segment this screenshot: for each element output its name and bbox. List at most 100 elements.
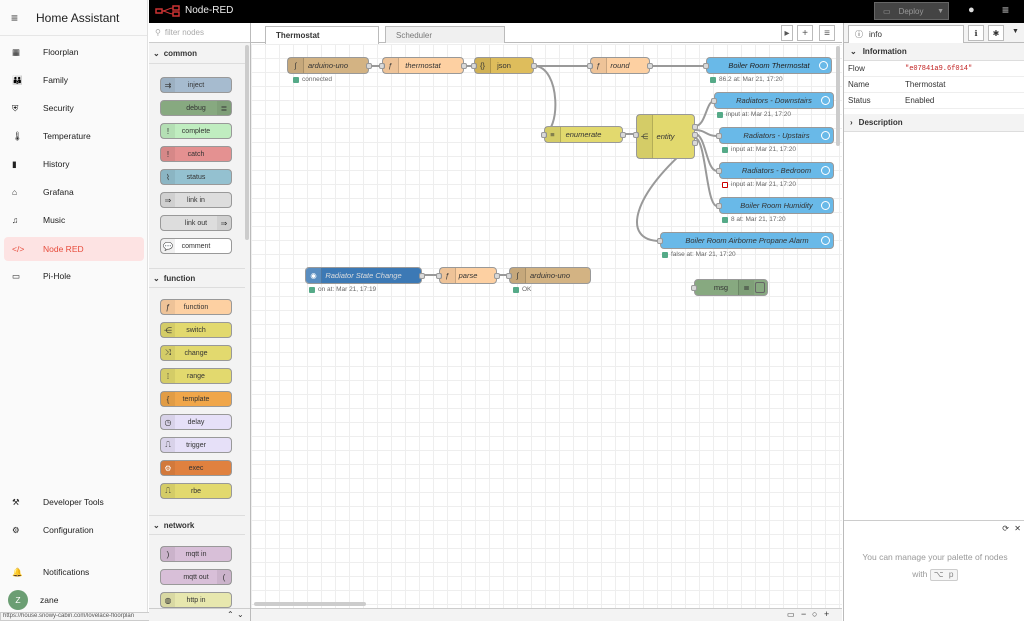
- palette-node-comment[interactable]: 💬comment: [160, 238, 232, 254]
- node-parse[interactable]: ƒ parse: [436, 267, 500, 284]
- node-msg-debug[interactable]: msg ≣: [691, 279, 768, 296]
- input-port[interactable]: [716, 168, 722, 174]
- node-thermostat[interactable]: ƒ thermostat: [379, 57, 467, 74]
- output-port[interactable]: [494, 273, 500, 279]
- palette-node-inject[interactable]: ⇉inject: [160, 77, 232, 93]
- output-port[interactable]: [366, 63, 372, 69]
- input-port[interactable]: [587, 63, 593, 69]
- input-port[interactable]: [633, 132, 639, 138]
- workspace-hscrollbar[interactable]: [254, 602, 366, 606]
- close-icon[interactable]: ✕: [1014, 524, 1021, 533]
- palette-node-link-out[interactable]: link out⇒: [160, 215, 232, 231]
- palette-node-catch[interactable]: !catch: [160, 146, 232, 162]
- palette-category-function[interactable]: ⌄function: [149, 268, 245, 288]
- sidebar-item-history[interactable]: ▮History: [4, 152, 144, 176]
- palette-node-complete[interactable]: !complete: [160, 123, 232, 139]
- node-arduino-uno-in[interactable]: ∫ arduino-uno: [287, 57, 372, 74]
- description-header[interactable]: ›Description: [844, 114, 1024, 132]
- node-radiator-state-change[interactable]: ◉ Radiator State Change: [305, 267, 425, 284]
- palette-category-common[interactable]: ⌄common: [149, 44, 245, 64]
- sidebar-item-floorplan[interactable]: ▦Floorplan: [4, 40, 144, 64]
- output-port[interactable]: [461, 63, 467, 69]
- input-port[interactable]: [506, 273, 512, 279]
- input-port[interactable]: [711, 98, 717, 104]
- palette-node-link-in[interactable]: ⇒link in: [160, 192, 232, 208]
- input-port[interactable]: [691, 285, 697, 291]
- sidebar-item-configuration[interactable]: ⚙Configuration: [4, 518, 144, 542]
- palette-node-exec[interactable]: ⚙exec: [160, 460, 232, 476]
- menu-icon[interactable]: ≡: [11, 10, 19, 25]
- navigator-icon[interactable]: ▭: [787, 610, 795, 619]
- bug-tab-button[interactable]: ✱: [988, 25, 1004, 41]
- palette-node-range[interactable]: ⁞range: [160, 368, 232, 384]
- input-port[interactable]: [703, 63, 709, 69]
- zoom-reset-icon[interactable]: ○: [812, 609, 818, 619]
- input-port[interactable]: [541, 132, 547, 138]
- palette-filter[interactable]: ⚲ filter nodes: [149, 23, 250, 43]
- flow-workspace[interactable]: ∫ arduino-uno connected ƒ thermostat {} …: [251, 44, 842, 608]
- output-port[interactable]: [531, 63, 537, 69]
- palette-node-mqtt-out[interactable]: mqtt out(: [160, 569, 232, 585]
- output-port[interactable]: [647, 63, 653, 69]
- node-boiler-room-propane-alarm[interactable]: Boiler Room Airborne Propane Alarm: [657, 232, 834, 249]
- palette-node-mqtt-in[interactable]: )mqtt in: [160, 546, 232, 562]
- palette-node-template[interactable]: {template: [160, 391, 232, 407]
- node-radiators-upstairs[interactable]: Radiators - Upstairs: [716, 127, 834, 144]
- sidebar-user[interactable]: Z zane: [4, 588, 144, 612]
- palette-node-trigger[interactable]: ⎍trigger: [160, 437, 232, 453]
- output-port[interactable]: [692, 132, 698, 138]
- sidebar-item-pi-hole[interactable]: ▭Pi-Hole: [4, 264, 144, 288]
- palette-node-debug[interactable]: debug≣: [160, 100, 232, 116]
- sidebar-item-notifications[interactable]: 🔔Notifications: [4, 560, 144, 584]
- node-radiators-downstairs[interactable]: Radiators - Downstairs: [711, 92, 834, 109]
- chevron-down-icon[interactable]: ▼: [1012, 28, 1019, 35]
- node-enumerate[interactable]: ≡ enumerate: [541, 126, 626, 143]
- input-port[interactable]: [471, 63, 477, 69]
- node-round[interactable]: ƒ round: [587, 57, 653, 74]
- chevron-down-icon[interactable]: ▼: [937, 7, 944, 15]
- palette-node-rbe[interactable]: ⎍rbe: [160, 483, 232, 499]
- node-arduino-uno-out[interactable]: ∫ arduino-uno: [506, 267, 591, 284]
- menu-icon[interactable]: ≡: [1002, 3, 1010, 17]
- information-header[interactable]: ⌄Information: [844, 43, 1024, 61]
- chevron-up-icon[interactable]: ⌃: [227, 610, 234, 619]
- output-port[interactable]: [692, 140, 698, 146]
- workspace-vscrollbar[interactable]: [836, 46, 840, 146]
- palette-node-change[interactable]: ⤨change: [160, 345, 232, 361]
- node-entity[interactable]: ⋲ entity: [633, 114, 698, 159]
- info-tab-button[interactable]: ℹ: [968, 25, 984, 41]
- input-port[interactable]: [716, 133, 722, 139]
- sidebar-item-grafana[interactable]: ⌂Grafana: [4, 180, 144, 204]
- tab-thermostat[interactable]: Thermostat: [265, 26, 379, 44]
- zoom-in-icon[interactable]: +: [824, 609, 830, 619]
- output-port[interactable]: [419, 273, 425, 279]
- output-port[interactable]: [692, 124, 698, 130]
- tab-scheduler[interactable]: Scheduler: [385, 26, 505, 43]
- node-boiler-room-humidity[interactable]: Boiler Room Humidity: [716, 197, 834, 214]
- sidebar-item-temperature[interactable]: 🌡Temperature: [4, 124, 144, 148]
- tab-scroll-right-icon[interactable]: ▸: [781, 25, 793, 41]
- palette-node-delay[interactable]: ◷delay: [160, 414, 232, 430]
- node-json[interactable]: {} json: [471, 57, 537, 74]
- sidebar-item-security[interactable]: ⛨Security: [4, 96, 144, 120]
- deploy-button[interactable]: ▭ Deploy ▼: [874, 2, 949, 20]
- sidebar-item-music[interactable]: ♫Music: [4, 208, 144, 232]
- debug-toggle[interactable]: [755, 282, 765, 293]
- input-port[interactable]: [436, 273, 442, 279]
- sidebar-item-family[interactable]: 👪Family: [4, 68, 144, 92]
- palette-scrollbar[interactable]: [245, 45, 249, 240]
- tab-info[interactable]: ⓘ info: [848, 25, 964, 43]
- sidebar-item-node-red[interactable]: </>Node RED: [4, 237, 144, 261]
- palette-node-status[interactable]: ⌇status: [160, 169, 232, 185]
- tab-list-button[interactable]: ≡: [819, 25, 835, 41]
- refresh-icon[interactable]: ⟳: [1002, 524, 1009, 533]
- input-port[interactable]: [657, 238, 663, 244]
- input-port[interactable]: [379, 63, 385, 69]
- zoom-out-icon[interactable]: −: [801, 609, 807, 619]
- output-port[interactable]: [620, 132, 626, 138]
- palette-category-network[interactable]: ⌄network: [149, 515, 245, 535]
- node-boiler-room-thermostat[interactable]: Boiler Room Thermostat: [703, 57, 832, 74]
- chevron-down-icon[interactable]: ⌄: [237, 610, 244, 619]
- input-port[interactable]: [716, 203, 722, 209]
